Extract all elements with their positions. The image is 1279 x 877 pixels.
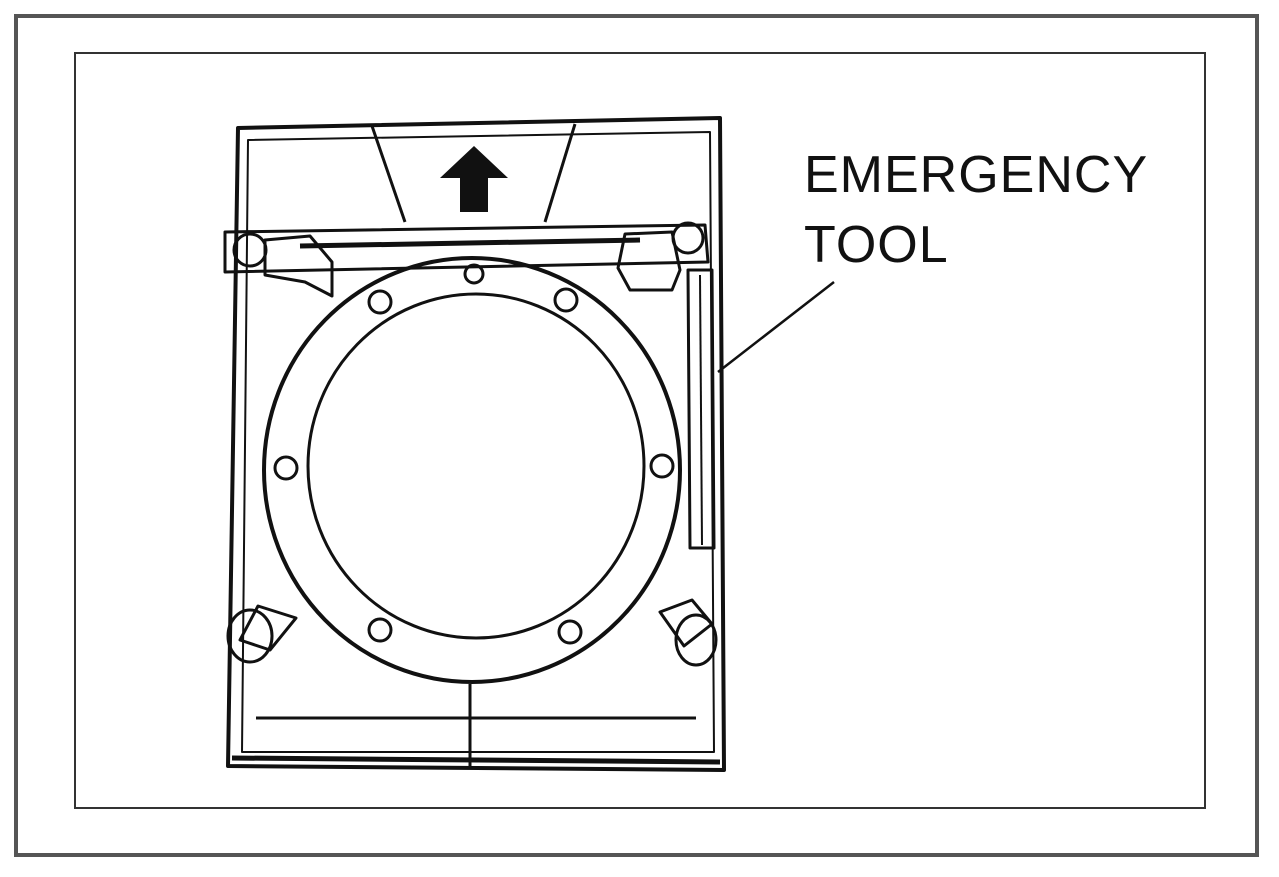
ring-bolt [553,287,579,313]
top-guide [370,123,577,223]
ring-bolt [273,455,299,481]
right-latch-handle [616,230,682,292]
emergency-tool-bar [686,268,716,550]
ring-bolt [367,289,393,315]
ring-bolt [463,263,485,285]
hatch-ring-outer [262,256,682,684]
right-knob-bracket [658,598,714,648]
ring-bolt [367,617,393,643]
emergency-tool-label: EMERGENCY TOOL [804,140,1148,280]
right-latch-pin [671,221,705,255]
left-knob [226,608,274,664]
left-latch-handle [263,234,334,298]
right-knob [674,613,718,667]
left-latch-pin [232,232,268,268]
callout-leader [717,281,835,373]
callout-line-1: EMERGENCY [804,146,1149,204]
ring-bolt [649,453,675,479]
handle-bar [223,223,710,274]
arrow-up-icon [440,146,508,212]
panel-inner-edge [241,131,715,753]
callout-line-2: TOOL [804,216,949,274]
panel-outline [226,116,726,772]
left-knob-bracket [238,604,298,652]
hatch-ring-inner [306,292,646,640]
ring-bolt [557,619,583,645]
